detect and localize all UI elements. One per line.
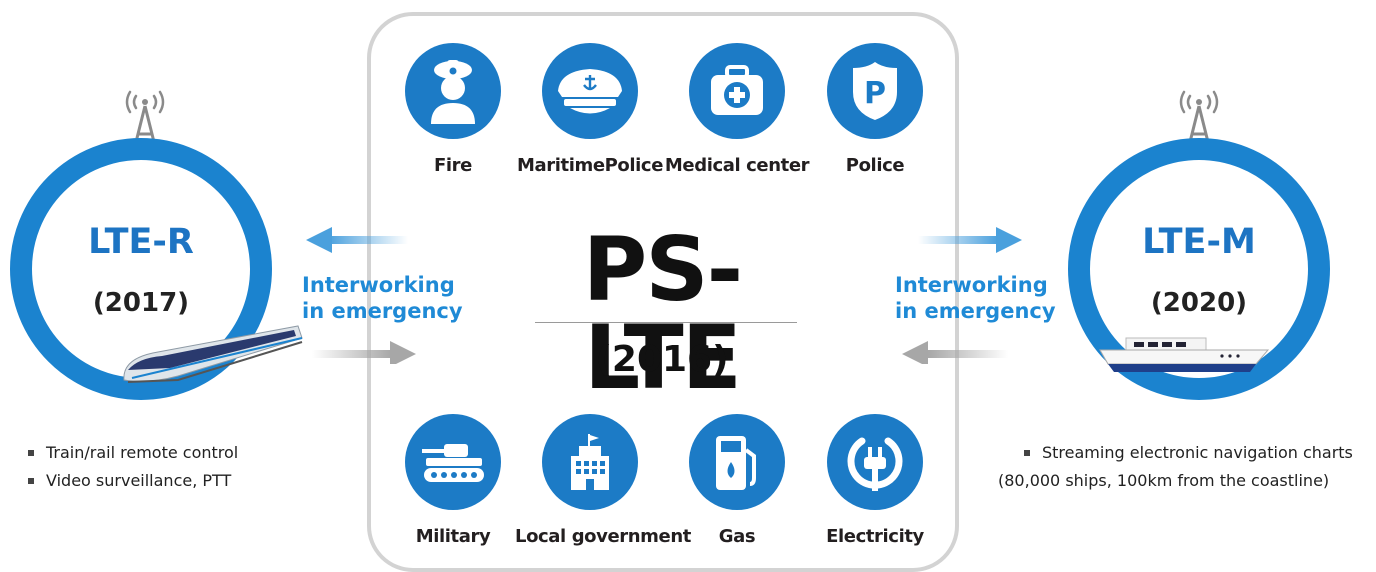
lte-r-name: LTE-R	[88, 222, 194, 262]
list-item: Video surveillance, PTT	[28, 467, 238, 495]
building-icon	[542, 414, 638, 510]
agency-label: Gas	[718, 526, 756, 547]
agency-label: Local government	[515, 526, 691, 547]
agency-fire[interactable]: Fire	[378, 43, 528, 176]
lte-m-year: (2020)	[1150, 288, 1248, 318]
agency-military[interactable]: Military	[378, 414, 528, 547]
lte-m-name: LTE-M	[1142, 222, 1256, 262]
ship-icon	[1099, 337, 1270, 372]
gas-pump-icon	[689, 414, 785, 510]
left-arrows	[306, 227, 416, 364]
lte-r-features: Train/rail remote control Video surveill…	[28, 439, 238, 495]
arrow-right-icon	[918, 227, 1022, 253]
firefighter-icon	[405, 43, 501, 139]
agency-label: Police	[845, 155, 905, 176]
medical-kit-icon	[689, 43, 785, 139]
agency-label: Electricity	[826, 526, 924, 547]
arrow-left-icon	[902, 341, 1008, 364]
antenna-tower-icon	[1179, 90, 1219, 158]
title-divider	[535, 322, 797, 323]
agency-local-government[interactable]: Local government	[515, 414, 691, 547]
lte-m-note: (80,000 ships, 100km from the coastline)	[998, 471, 1330, 490]
agency-police[interactable]: P Police	[800, 43, 950, 176]
antenna-tower-icon	[125, 90, 165, 158]
train-icon	[123, 325, 303, 383]
agency-electricity[interactable]: Electricity	[800, 414, 950, 547]
left-interworking-label: Interworking in emergency	[302, 273, 463, 323]
tank-icon	[405, 414, 501, 510]
lte-m-features: Streaming electronic navigation charts (…	[998, 439, 1353, 495]
police-badge-icon: P	[827, 43, 923, 139]
list-item: Streaming electronic navigation charts	[1024, 439, 1353, 467]
svg-text:P: P	[864, 76, 886, 111]
ps-lte-year: (2016)	[595, 339, 729, 380]
agency-label: Medical center	[664, 155, 810, 176]
list-item: Train/rail remote control	[28, 439, 238, 467]
agency-label: Military	[415, 526, 491, 547]
agency-label: MaritimePolice	[516, 155, 664, 176]
arrow-right-icon	[312, 341, 416, 364]
agency-medical-center[interactable]: Medical center	[662, 43, 812, 176]
right-interworking-label: Interworking in emergency	[895, 273, 1056, 323]
agency-gas[interactable]: Gas	[662, 414, 812, 547]
captain-hat-icon	[542, 43, 638, 139]
power-plug-icon	[827, 414, 923, 510]
agency-maritime-police[interactable]: MaritimePolice	[515, 43, 665, 176]
ps-lte-title: PS-LTE	[582, 218, 743, 409]
arrow-left-icon	[306, 227, 408, 253]
lte-r-year: (2017)	[92, 288, 190, 318]
agency-label: Fire	[434, 155, 472, 176]
right-arrows	[902, 227, 1022, 364]
